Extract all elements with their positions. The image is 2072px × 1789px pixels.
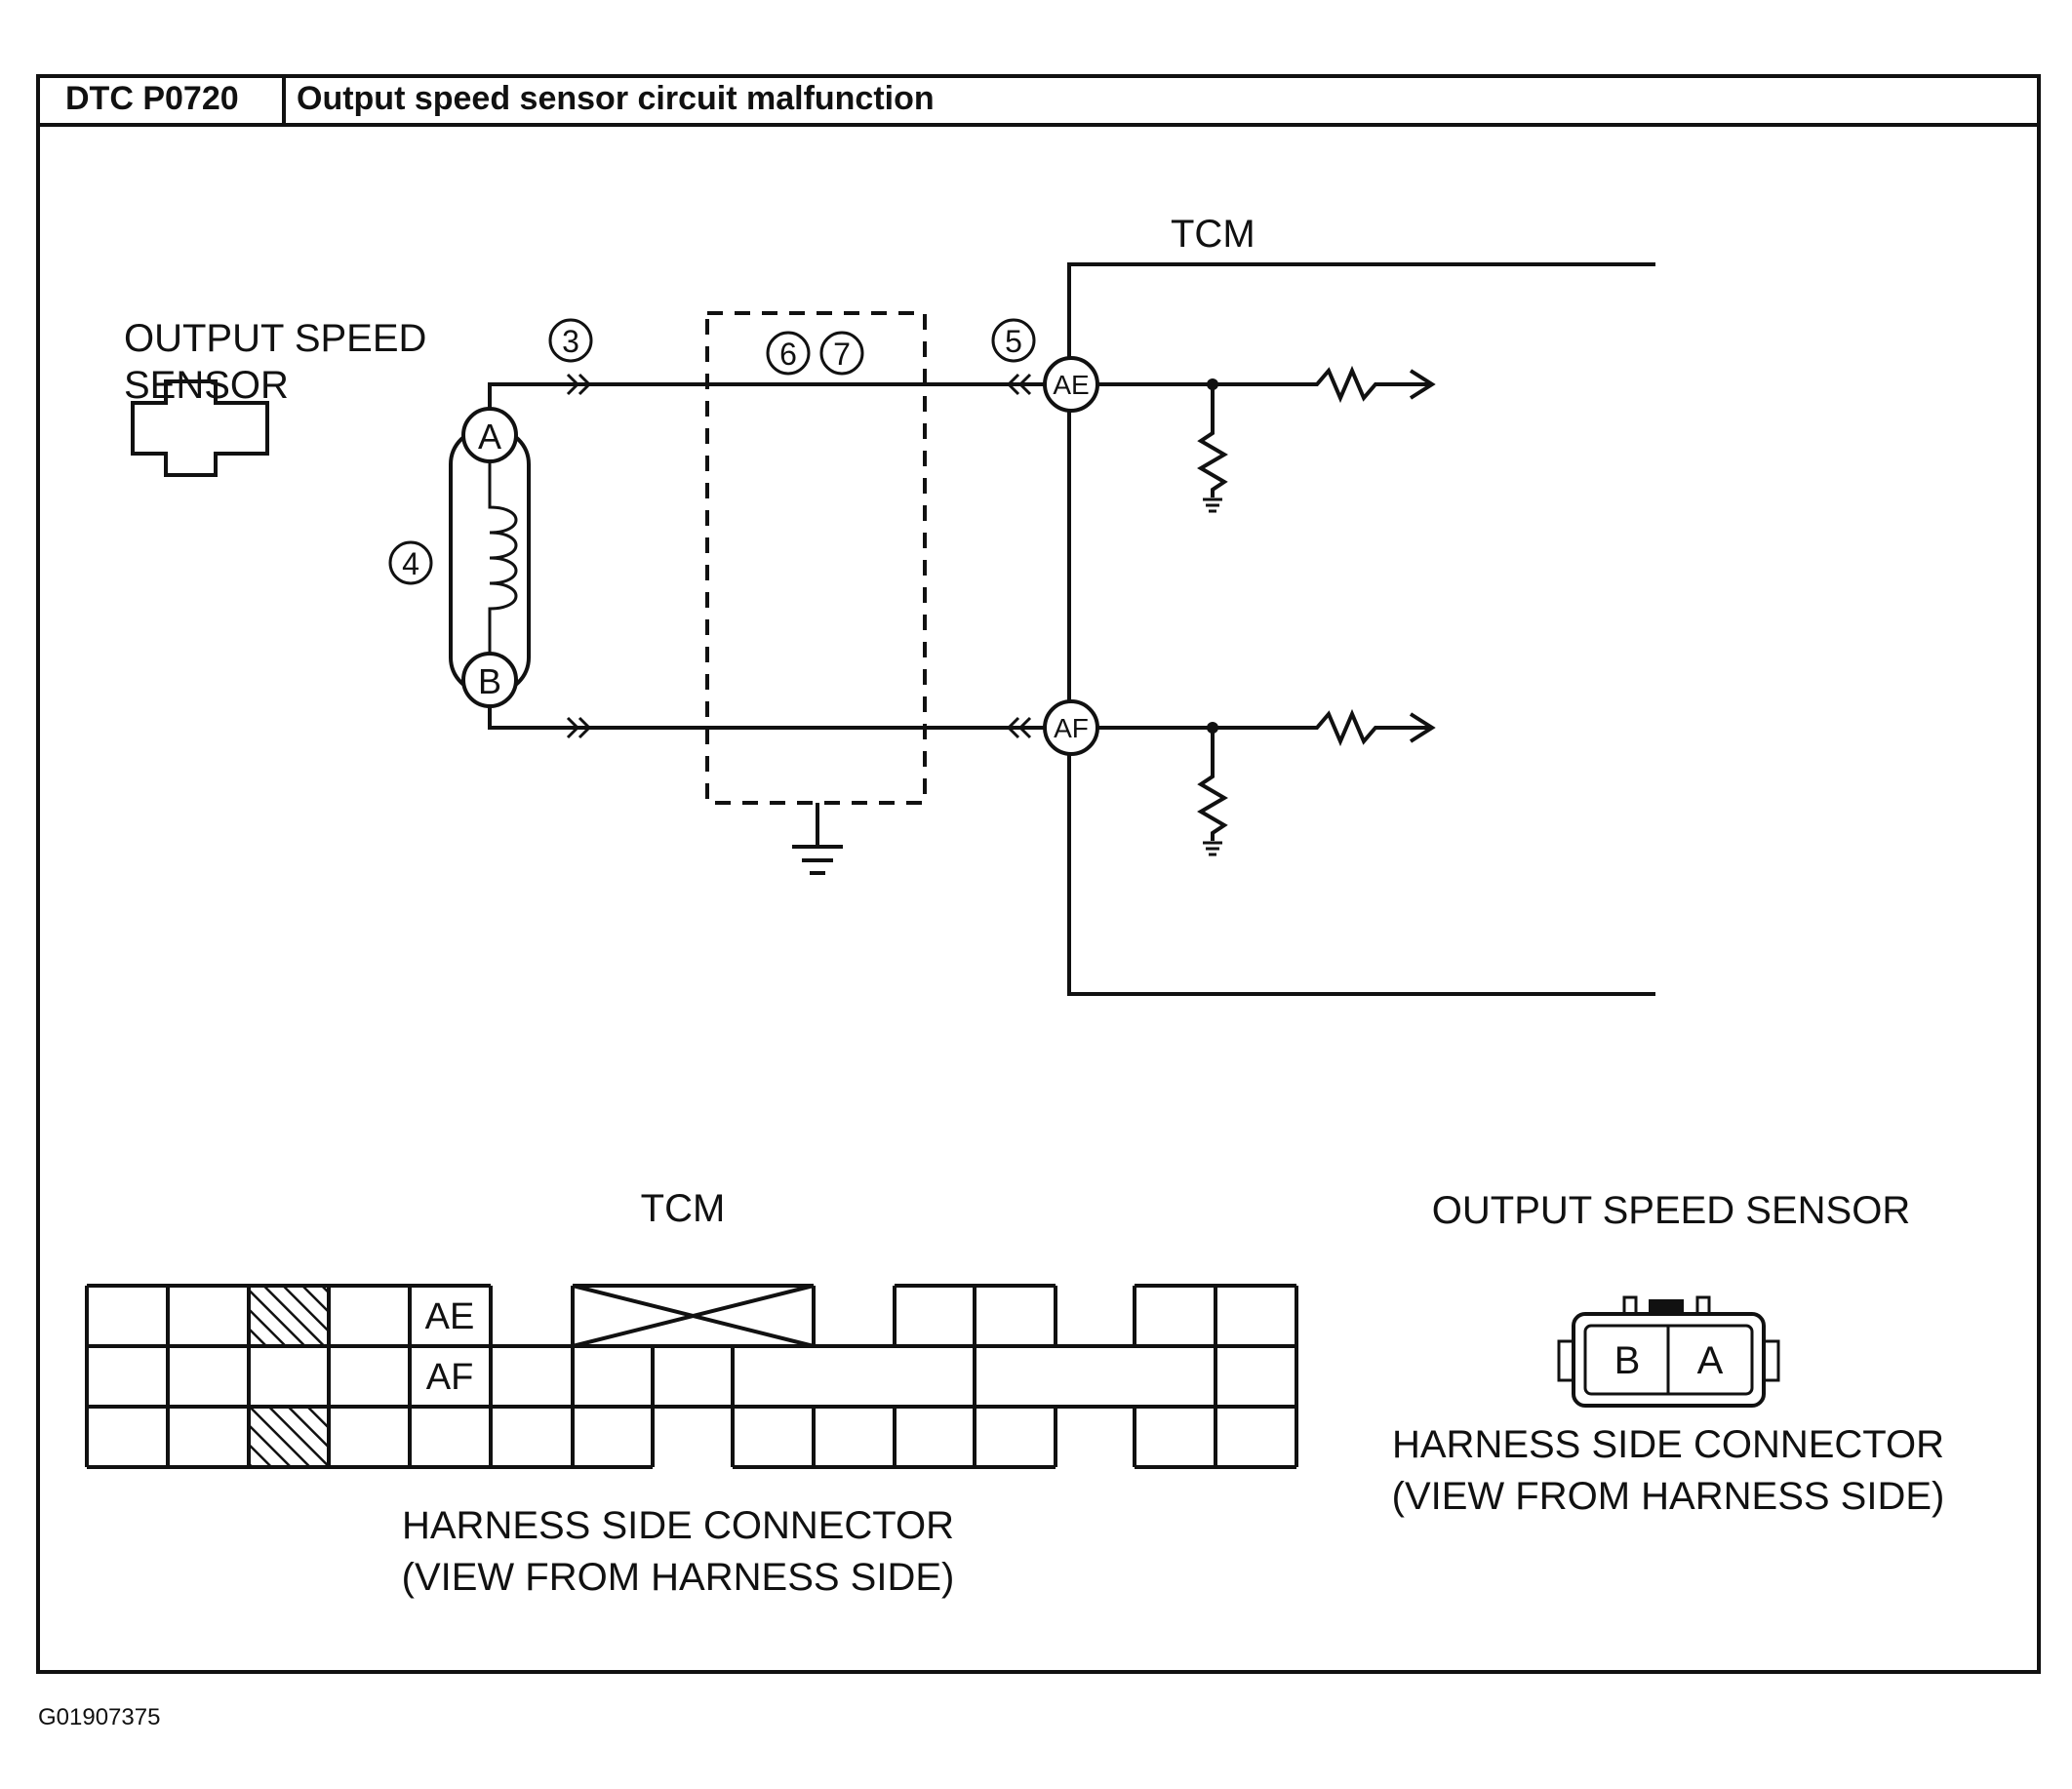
callout-4-marker [388, 540, 433, 585]
tcm-connector-caption-line1: HARNESS SIDE CONNECTOR [402, 1504, 954, 1547]
sensor-pin-b-label: B [478, 661, 501, 701]
sensor-pin-a-label: A [478, 417, 501, 457]
sensor-connector-body [1557, 1295, 1780, 1408]
tcm-bracket [1067, 262, 1655, 996]
tcm-connector-chevron-b [1006, 716, 1032, 739]
dtc-code: DTC P0720 [65, 80, 239, 117]
callout-5: 5 [1005, 324, 1022, 359]
dtc-description: Output speed sensor circuit malfunction [297, 80, 935, 117]
hatched-cell-1 [249, 1286, 329, 1346]
callout-6: 6 [779, 337, 797, 372]
tcm-connector-grid [85, 1284, 1298, 1469]
tcm-connector-chevron-a [1006, 373, 1032, 396]
sensor-label-line2: SENSOR [124, 364, 289, 407]
tcm-pin-ae-label: AE [1053, 370, 1089, 400]
callout-3-marker [548, 318, 593, 363]
callout-7-marker [819, 331, 864, 376]
sensor-connector-caption-line2: (VIEW FROM HARNESS SIDE) [1392, 1475, 1945, 1518]
tcm-connector-title: TCM [641, 1187, 726, 1230]
tcm-input-circuit-af [1097, 708, 1436, 856]
sensor-connector-chevron-a [566, 373, 592, 396]
sensor-connector-title: OUTPUT SPEED SENSOR [1432, 1189, 1910, 1232]
figure-id: G01907375 [38, 1704, 160, 1730]
wire-b [488, 706, 1045, 730]
sensor-coil [488, 462, 518, 654]
callout-6-marker [766, 331, 811, 376]
sensor-connector-pin-a: A [1697, 1339, 1724, 1382]
tcm-input-circuit-ae [1097, 365, 1436, 513]
sensor-label-line1: OUTPUT SPEED [124, 317, 426, 360]
outer-frame [36, 74, 2041, 1674]
rotor-icon [131, 379, 269, 477]
sensor-connector-caption-line1: HARNESS SIDE CONNECTOR [1392, 1423, 1944, 1466]
schematic-tcm-label: TCM [1171, 213, 1255, 256]
tcm-connector-caption-line2: (VIEW FROM HARNESS SIDE) [402, 1556, 955, 1599]
sensor-connector-pin-b: B [1614, 1339, 1641, 1382]
callout-5-marker [991, 318, 1036, 363]
callout-3: 3 [562, 324, 579, 359]
hatched-cell-2 [249, 1407, 329, 1467]
wire-a [488, 382, 1045, 409]
tcm-connector-pin-ae: AE [425, 1296, 475, 1337]
sensor-connector-chevron-b [566, 716, 592, 739]
callout-7: 7 [833, 337, 851, 372]
tcm-pin-af-label: AF [1054, 713, 1089, 743]
shield-ground-icon [792, 845, 843, 875]
tcm-connector-pin-af: AF [426, 1357, 474, 1398]
callout-4: 4 [402, 546, 419, 581]
